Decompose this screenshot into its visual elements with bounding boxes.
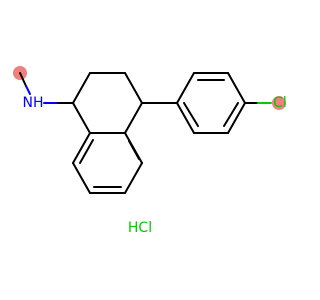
methyl-n-bond-blue (25, 85, 31, 95)
c3-c4-bond (124, 72, 143, 104)
hcl-label: HCl (128, 220, 152, 236)
aryl-double-3 (183, 102, 199, 127)
c1-c2-bond (72, 72, 91, 104)
aryl-double-2 (223, 102, 239, 127)
aryl-bond-3 (227, 72, 246, 104)
c4-c4a-bond (124, 102, 143, 134)
aryl-bond-6 (176, 102, 195, 134)
benzo-bond-2 (124, 162, 143, 194)
chlorine-highlight (272, 96, 286, 110)
molecule-structure: NH Cl HCl (13, 66, 287, 236)
benzo-bond-4 (72, 162, 91, 194)
nitrogen-label: NH (23, 95, 44, 111)
aryl-bond-4 (227, 102, 246, 134)
aryl-bond-1 (176, 72, 195, 104)
benzo-double-1 (128, 140, 140, 160)
benzo-double-3 (79, 139, 94, 164)
c8a-c1-bond (72, 102, 91, 134)
methyl-n-bond-black (19, 72, 27, 87)
benzo-bond-5 (72, 132, 91, 164)
chlorine-label: Cl (273, 95, 287, 111)
